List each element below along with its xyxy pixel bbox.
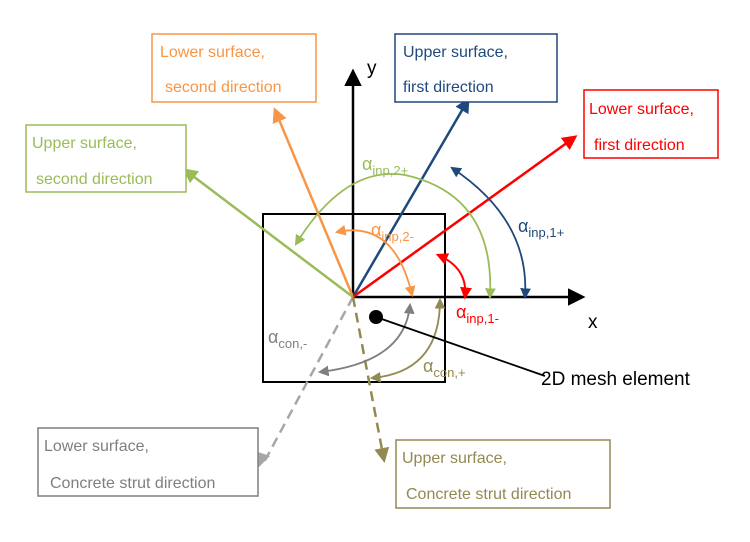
alpha-inp-2-minus-arc (334, 224, 416, 298)
alpha-subscript: inp,1- (466, 311, 499, 326)
box-line-2: Concrete strut direction (406, 486, 571, 503)
alpha-subscript: inp,2+ (372, 163, 408, 178)
box-line-1: Upper surface, (403, 44, 508, 61)
upper-concrete-strut-dashed-line (351, 296, 390, 463)
upper-first-direction-arrow (351, 97, 470, 298)
box-line-1: Lower surface, (160, 44, 265, 61)
alpha-con-minus-arc (317, 302, 415, 377)
alpha-subscript: con,+ (433, 365, 465, 380)
box-line-2: second direction (36, 171, 153, 188)
alpha-symbol: α (362, 154, 372, 174)
upper-surface-second-direction-box: Upper surface, second direction (25, 124, 187, 193)
lower-surface-first-direction-box: Lower surface, first direction (583, 89, 719, 159)
box-line-2: first direction (594, 137, 685, 154)
alpha-inp-1-minus-arc (435, 253, 472, 300)
alpha-symbol: α (518, 216, 528, 236)
alpha-symbol: α (371, 220, 381, 240)
alpha-inp-2-plus-label: αinp,2+ (362, 154, 408, 178)
mesh-element-label: 2D mesh element (541, 369, 691, 390)
alpha-inp-1-plus-label: αinp,1+ (518, 216, 564, 240)
alpha-subscript: inp,1+ (528, 225, 564, 240)
alpha-inp-2-plus-arc (294, 173, 496, 300)
x-axis-label: x (588, 312, 598, 333)
alpha-inp-2-minus-label: αinp,2- (371, 220, 414, 244)
lower-concrete-strut-arrowhead (256, 452, 270, 470)
lower-surface-concrete-strut-box: Lower surface, Concrete strut direction (37, 427, 259, 497)
alpha-subscript: con,- (278, 336, 307, 351)
alpha-symbol: α (268, 327, 278, 347)
alpha-subscript: inp,2- (381, 229, 414, 244)
alpha-inp-1-plus-arc (450, 166, 531, 300)
alpha-symbol: α (423, 356, 433, 376)
upper-surface-first-direction-box: Upper surface, first direction (394, 33, 558, 103)
box-line-1: Lower surface, (44, 438, 149, 455)
alpha-con-plus-label: αcon,+ (423, 356, 466, 380)
alpha-con-minus-label: αcon,- (268, 327, 307, 351)
box-line-1: Upper surface, (32, 135, 137, 152)
box-line-1: Lower surface, (589, 101, 694, 118)
upper-surface-concrete-strut-box: Upper surface, Concrete strut direction (395, 439, 611, 509)
y-axis-label: y (367, 58, 377, 79)
lower-first-direction-arrow (352, 135, 578, 299)
box-line-2: first direction (403, 79, 494, 96)
mesh-element-leader-line (375, 316, 546, 377)
lower-surface-second-direction-box: Lower surface, second direction (151, 33, 317, 103)
box-line-2: Concrete strut direction (50, 475, 215, 492)
box-line-2: second direction (165, 79, 282, 96)
alpha-con-plus-arc (369, 297, 446, 383)
alpha-symbol: α (456, 302, 466, 322)
box-line-1: Upper surface, (402, 450, 507, 467)
alpha-inp-1-minus-label: αinp,1- (456, 302, 499, 326)
